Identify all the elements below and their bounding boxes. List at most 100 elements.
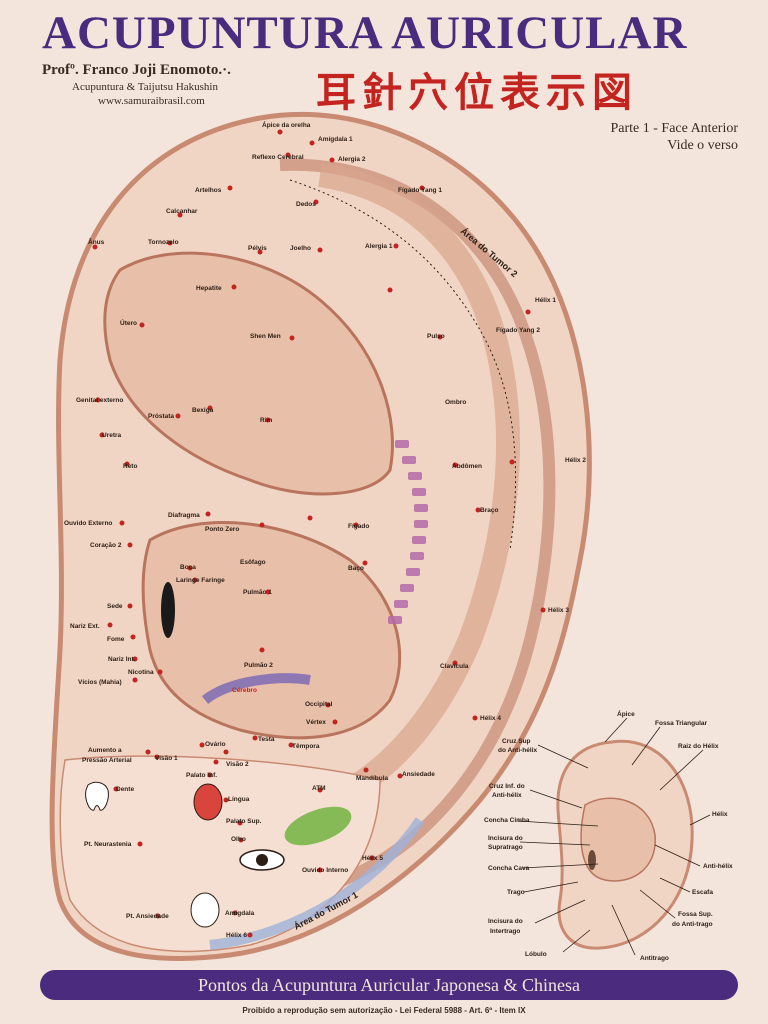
label-mandibula: Mandíbula (356, 775, 389, 782)
spine-strip (388, 440, 428, 624)
label-vicios: Vícios (Mahia) (78, 679, 122, 686)
japanese-title: 耳針穴位表示図 (316, 70, 638, 116)
tumor-area (284, 806, 352, 846)
label-visao-2: Visão 2 (226, 761, 249, 768)
label-reto: Reto (123, 463, 137, 470)
mini-label-incisura-supra-2: Supratrago (488, 844, 523, 851)
mini-label-lobulo: Lóbulo (525, 951, 547, 958)
mini-label-cruz-inf-2: Anti-hélix (492, 792, 522, 799)
mini-label-apice: Ápice (617, 709, 635, 718)
author-name: Profº. Franco Joji Enomoto.·. (42, 62, 231, 78)
mini-label-incisura-supra: Incisura do (488, 835, 523, 842)
label-tempora: Têmpora (292, 743, 320, 750)
label-shen-men: Shen Men (250, 333, 281, 340)
label-pt-ansiedade: Pt. Ansiedade (126, 913, 169, 920)
label-visao-1: Visão 1 (155, 755, 178, 762)
label-genital-externo: Genital externo (76, 397, 123, 404)
label-aumento-pressao: Aumento a (88, 747, 122, 754)
mini-ear-diagram (556, 739, 694, 950)
label-helix-5: Hélix 5 (362, 855, 383, 862)
ear-point-labels: Ápice da orelha Amígdala 1 Reflexo Cereb… (64, 120, 586, 939)
label-helix-4: Hélix 4 (480, 715, 501, 722)
label-hepatite: Hepatite (196, 285, 222, 292)
mini-label-cruz-sup: Cruz Sup (502, 738, 531, 745)
label-nariz-int: Nariz Int. (108, 656, 136, 663)
label-palato-sup: Palato Sup. (226, 818, 262, 825)
label-testa: Testa (258, 736, 275, 743)
label-esofago: Esôfago (240, 559, 266, 566)
label-atm: ATM (312, 785, 326, 792)
footer-banner: Pontos da Acupuntura Auricular Japonesa … (40, 970, 738, 1000)
label-nariz-ext: Nariz Ext. (70, 623, 100, 630)
label-lingua: Língua (228, 796, 250, 803)
label-boca: Boca (180, 564, 196, 571)
antihelix (318, 163, 521, 801)
label-helix-3: Hélix 3 (548, 607, 569, 614)
label-sede: Sede (107, 603, 123, 610)
label-helix-6: Hélix 6 (226, 932, 247, 939)
label-joelho: Joelho (290, 245, 311, 252)
label-pulso: Pulso (427, 333, 445, 340)
label-prostata: Próstata (148, 413, 174, 420)
label-utero: Útero (120, 318, 137, 327)
mini-label-cruz-sup-2: do Anti-hélix (498, 747, 538, 754)
label-laringe: Laringe Faringe (176, 577, 225, 584)
label-amigdala-1: Amígdala 1 (318, 136, 353, 143)
label-tornozelo: Tornozelo (148, 239, 179, 246)
label-ponto-zero: Ponto Zero (205, 526, 239, 533)
tooth-illustration (85, 781, 109, 811)
mini-label-raiz-helix: Raiz do Hélix (678, 743, 719, 750)
label-pulmao-2: Pulmão 2 (244, 662, 273, 669)
label-alergia-2: Alergia 2 (338, 156, 366, 163)
mini-label-incisura-inter: Incisura do (488, 918, 523, 925)
label-amigdala: Amígdala (225, 910, 255, 917)
label-braco: Braço (480, 507, 498, 514)
label-helix-2: Hélix 2 (565, 457, 586, 464)
mini-label-escafa: Escafa (692, 889, 713, 896)
label-anus: Ânus (88, 237, 105, 246)
label-clavicula: Clavícula (440, 663, 469, 670)
label-dedos: Dedos (296, 201, 316, 208)
mini-label-fossa-triangular: Fossa Triangular (655, 720, 707, 727)
eye-illustration (239, 849, 285, 871)
mini-label-helix: Hélix (712, 811, 728, 818)
author-subtitle: Acupuntura & Taijutsu Hakushin (72, 81, 218, 93)
label-reflexo-cerebral: Reflexo Cerebral (252, 154, 304, 161)
author-website: www.samuraibrasil.com (98, 95, 205, 107)
label-bexiga: Bexiga (192, 407, 214, 414)
label-pulmao-1: Pulmão 1 (243, 589, 272, 596)
label-ouvido-externo: Ouvido Externo (64, 520, 112, 527)
mini-label-fossa-sup: Fossa Sup. (678, 911, 713, 918)
label-pelvis: Pélvis (248, 245, 267, 252)
label-aumento-pressao-2: Pressão Arterial (82, 757, 132, 764)
mini-ear-leader-lines (517, 717, 711, 956)
label-calcanhar: Calcanhar (166, 208, 198, 215)
label-coracao-2: Coração 2 (90, 542, 122, 549)
tumor-line (289, 179, 517, 551)
mini-label-concha-cimba: Concha Cimba (484, 817, 530, 824)
mini-label-concha-cava: Concha Cava (488, 865, 530, 872)
acupoint-dots (92, 129, 546, 938)
label-alergia-1: Alergia 1 (365, 243, 393, 250)
mini-ear-labels: Ápice Fossa Triangular Cruz Sup do Anti-… (484, 709, 733, 962)
label-palato-inf: Palato Inf. (186, 772, 217, 779)
label-nicotina: Nicotina (128, 669, 154, 676)
label-figado-yang-2: Fígado Yang 2 (496, 327, 540, 334)
label-olho: Olho (231, 836, 246, 843)
label-uretra: Uretra (102, 432, 122, 439)
label-cerebro: Cérebro (232, 687, 257, 694)
concha-cymba (103, 251, 394, 496)
concha-cava (141, 521, 402, 740)
label-occipital: Occipital (305, 701, 333, 708)
mini-label-fossa-sup-2: do Anti-trago (672, 921, 713, 928)
label-abdomen: Abdômen (452, 463, 482, 470)
label-diafragma: Diafragma (168, 512, 200, 519)
label-figado: Fígado (348, 523, 369, 530)
brain-band (201, 673, 311, 705)
label-helix-1: Hélix 1 (535, 297, 556, 304)
label-figado-yang-1: Fígado Yang 1 (398, 187, 442, 194)
mini-label-incisura-inter-2: Intertrago (490, 928, 520, 935)
label-dente: Dente (116, 786, 134, 793)
mini-label-trago: Trago (507, 889, 525, 896)
